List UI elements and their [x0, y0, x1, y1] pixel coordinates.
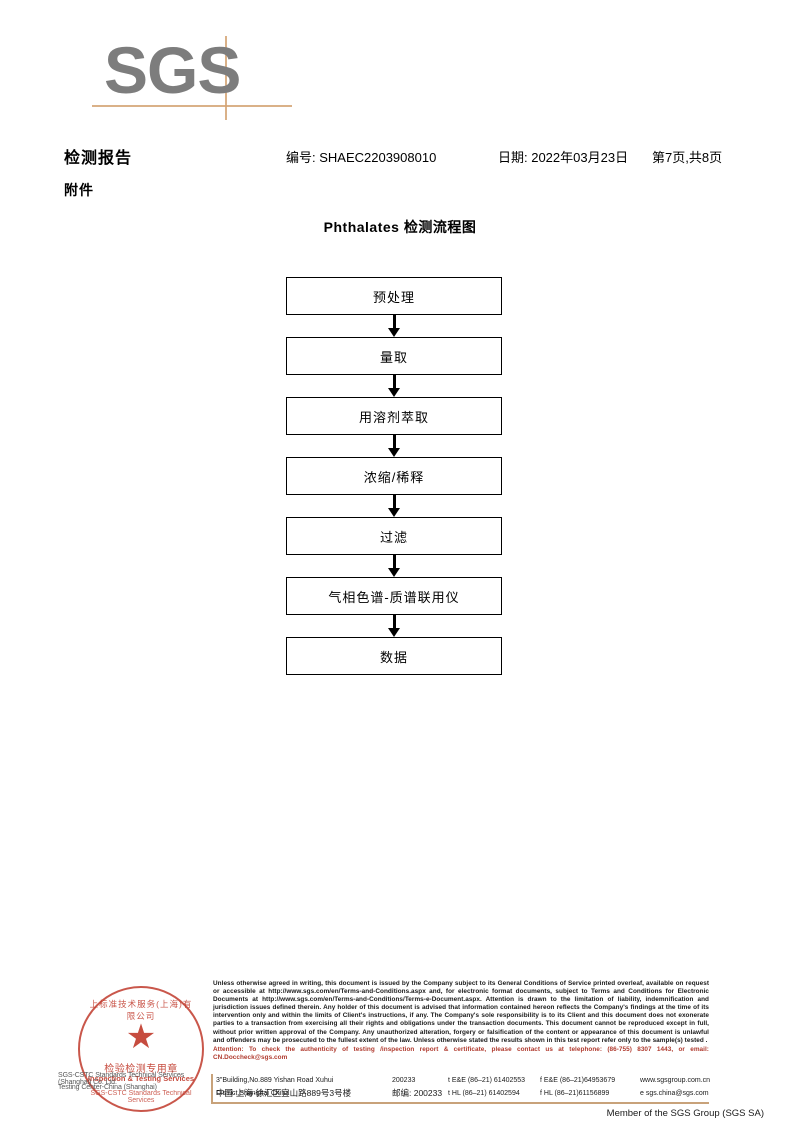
flow-step-measure: 量取 — [286, 337, 502, 375]
seal-center-cn-text: 检验检测专用章 — [104, 1064, 178, 1075]
attention-notice: Attention: To check the authenticity of … — [213, 1045, 709, 1061]
arrow-head-icon — [388, 568, 400, 577]
arrow-head-icon — [388, 508, 400, 517]
company-name-line-2: Testing Center-China (Shanghai) — [58, 1084, 157, 1091]
postcode-cn: 邮编: 200233 — [392, 1088, 443, 1098]
flowchart-title: Phthalates 检测流程图 — [323, 219, 477, 235]
legal-disclaimer: Unless otherwise agreed in writing, this… — [213, 980, 709, 1062]
arrow-shaft — [393, 555, 396, 570]
member-statement: Member of the SGS Group (SGS SA) — [606, 1108, 764, 1119]
address-cn: 中国·上海·徐汇区宜山路889号3号楼 — [216, 1088, 352, 1098]
flow-step-filtration: 过滤 — [286, 517, 502, 555]
seal-ring — [78, 986, 204, 1112]
arrow-head-icon — [388, 328, 400, 337]
flowchart: 预处理 量取 用溶剂萃取 浓缩/稀释 过滤 气相色谱-质谱联用仪 — [286, 277, 502, 675]
arrow-shaft — [393, 375, 396, 390]
footer-vertical-rule — [211, 1074, 213, 1104]
address-en: 3"Building,No.889 Yishan Road Xuhui Dist… — [216, 1077, 334, 1097]
arrow-shaft — [393, 615, 396, 630]
arrow-shaft — [393, 495, 396, 510]
seal-center-en-text: Inspection & Testing Services — [87, 1074, 195, 1083]
email-link[interactable]: e sgs.china@sgs.com — [640, 1090, 709, 1097]
logo-vertical-rule — [225, 36, 227, 120]
flow-step-gcms: 气相色谱-质谱联用仪 — [286, 577, 502, 615]
page-title: 检测报告 — [64, 150, 133, 167]
report-number: 编号: SHAEC2203908010 — [286, 150, 437, 165]
flow-step-solvent-extraction: 用溶剂萃取 — [286, 397, 502, 435]
address-block: 3"Building,No.889 Yishan Road Xuhui Dist… — [216, 1074, 712, 1100]
telephone-ee: t E&E (86–21) 61402553 — [448, 1077, 526, 1084]
flow-arrow-6 — [286, 615, 502, 637]
footer-horizontal-rule — [211, 1102, 709, 1104]
arrow-shaft — [393, 435, 396, 450]
flow-arrow-1 — [286, 315, 502, 337]
seal-arc-bottom-text: SGS-CSTC Standards Technical Services — [90, 1090, 192, 1104]
flow-arrow-3 — [286, 435, 502, 457]
postcode-en: 200233 — [392, 1077, 416, 1084]
company-name-line-1: SGS-CSTC Standards Technical Services (S… — [58, 1072, 185, 1086]
logo-text: SGS — [104, 33, 241, 107]
arrow-head-icon — [388, 388, 400, 397]
fax-ee: f E&E (86–21)64953679 — [540, 1077, 616, 1084]
company-seal-stamp: 上标准技术服务(上海)有限公司 ★ 检验检测专用章 Inspection & T… — [78, 986, 204, 1112]
arrow-head-icon — [388, 448, 400, 457]
report-date: 日期: 2022年03月23日 — [498, 150, 629, 165]
page-footer: 上标准技术服务(上海)有限公司 ★ 检验检测专用章 Inspection & T… — [0, 978, 800, 1131]
seal-arc-top-text: 上标准技术服务(上海)有限公司 — [89, 999, 193, 1021]
page-indicator: 第7页,共8页 — [652, 150, 723, 165]
flow-step-concentrate-dilute: 浓缩/稀释 — [286, 457, 502, 495]
logo-horizontal-rule — [92, 105, 292, 107]
legal-body-text: Unless otherwise agreed in writing, this… — [213, 980, 709, 1044]
fax-hl: f HL (86–21)61156899 — [540, 1090, 610, 1097]
arrow-shaft — [393, 315, 396, 330]
sgs-logo: SGS — [92, 33, 304, 129]
flow-step-data: 数据 — [286, 637, 502, 675]
flow-arrow-2 — [286, 375, 502, 397]
flow-step-pretreatment: 预处理 — [286, 277, 502, 315]
website-link[interactable]: www.sgsgroup.com.cn — [640, 1077, 711, 1084]
address-row-cn: 中国·上海·徐汇区宜山路889号3号楼 邮编: 200233 t HL (86–… — [216, 1087, 712, 1100]
telephone-hl: t HL (86–21) 61402594 — [448, 1090, 520, 1097]
address-row-en: 3"Building,No.889 Yishan Road Xuhui Dist… — [216, 1074, 712, 1097]
arrow-head-icon — [388, 628, 400, 637]
attachment-label: 附件 — [64, 182, 94, 198]
flow-arrow-4 — [286, 495, 502, 517]
star-icon: ★ — [125, 1018, 157, 1056]
flow-arrow-5 — [286, 555, 502, 577]
